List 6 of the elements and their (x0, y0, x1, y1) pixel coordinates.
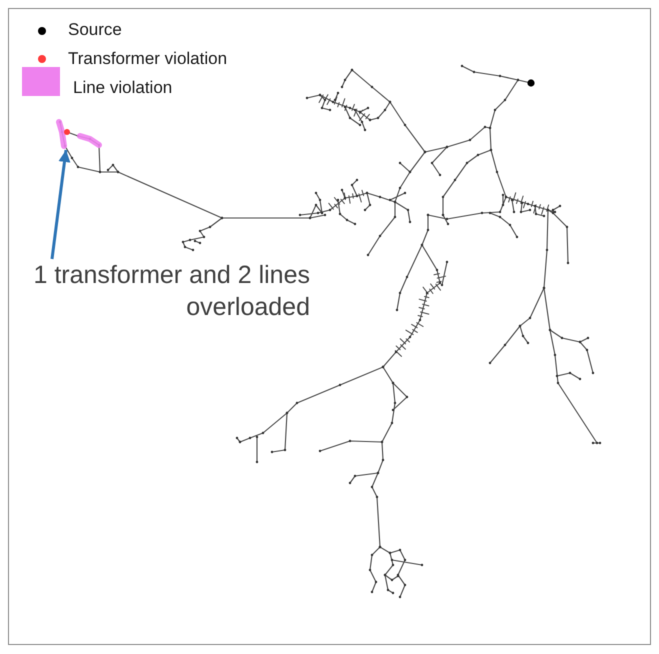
legend-label: Source (68, 20, 122, 40)
annotation-text: 1 transformer and 2 lines overloaded (22, 259, 310, 323)
legend-label: Transformer violation (68, 49, 228, 69)
overload-highlight (55, 118, 105, 150)
arrow (50, 150, 70, 260)
legend-label: Line violation (73, 78, 172, 98)
